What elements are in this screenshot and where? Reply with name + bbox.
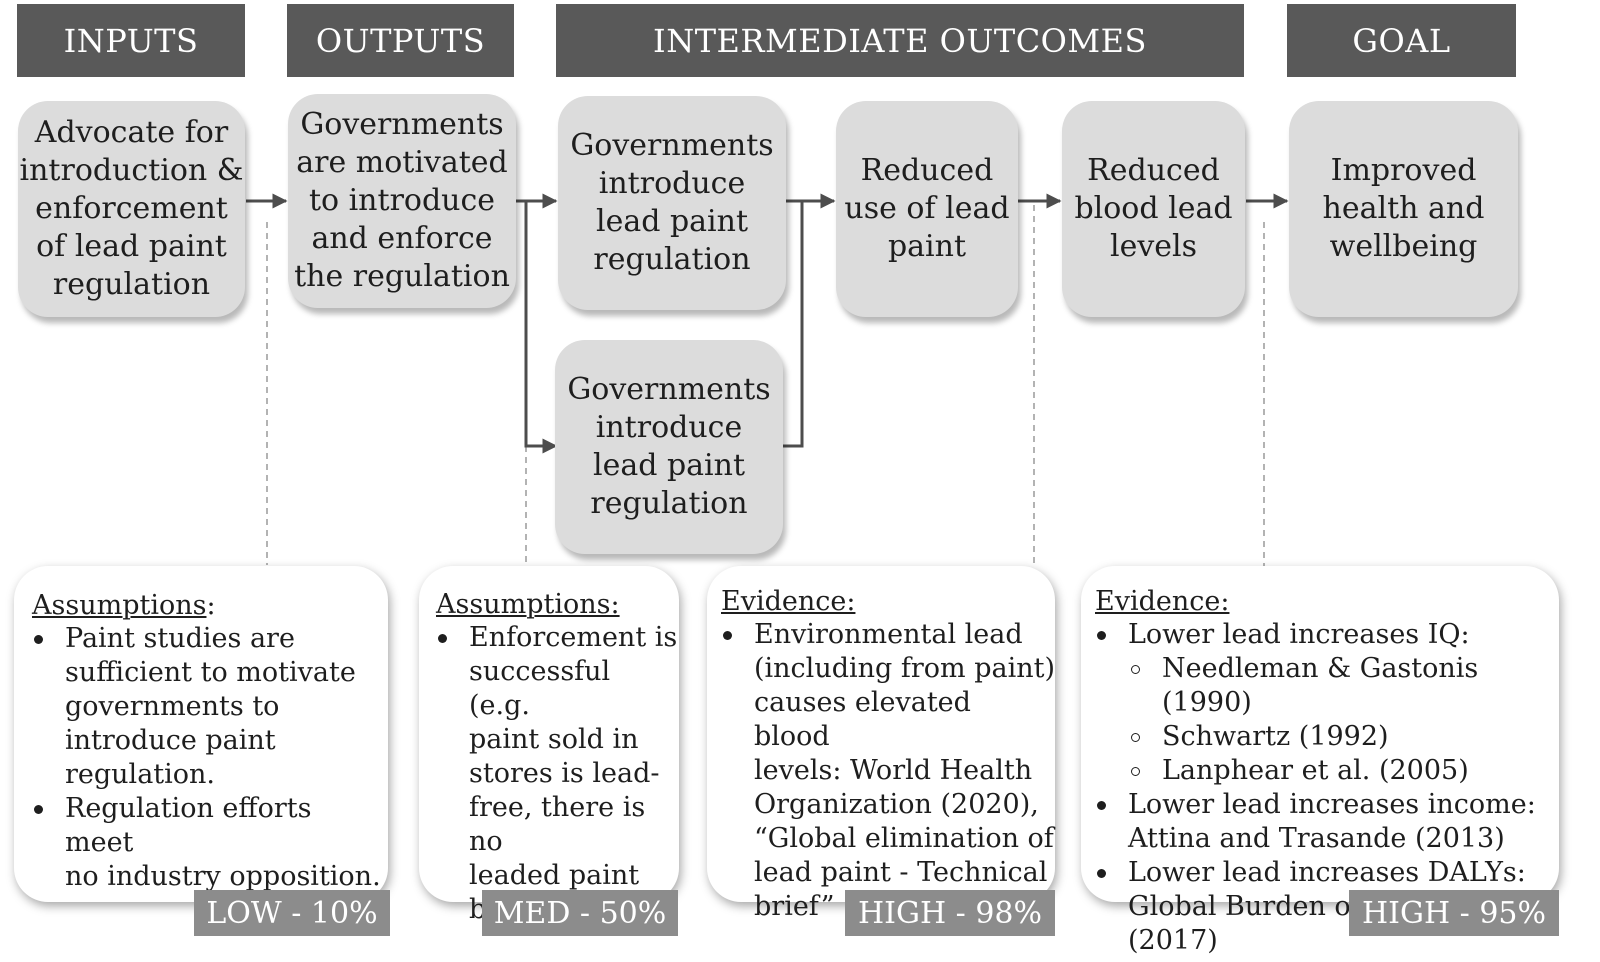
node-governments-introduce-top: Governments introduce lead paint regulat… xyxy=(558,96,786,310)
node-line: introduction & xyxy=(19,153,244,188)
card-list: Paint studies are sufficient to motivate… xyxy=(32,622,388,894)
node-governments-motivated: Governments are motivated to introduce a… xyxy=(288,94,516,308)
header-goal: GOAL xyxy=(1287,4,1516,77)
node-reduced-use-of-lead-paint: Reduced use of lead paint xyxy=(836,101,1018,317)
card-assumptions-inputs: Assumptions: Paint studies are sufficien… xyxy=(14,566,388,902)
node-line: health and xyxy=(1322,191,1485,226)
node-line: Governments xyxy=(300,107,504,142)
node-line: Advocate for xyxy=(34,115,229,150)
header-inputs: INPUTS xyxy=(17,4,245,77)
card-evidence-health: Evidence: Lower lead increases IQ: Needl… xyxy=(1081,566,1559,956)
connector-introduce-bottom-merge xyxy=(783,201,804,448)
node-line: Governments xyxy=(570,128,774,163)
node-line: paint xyxy=(887,229,967,264)
list-item: Enforcement is successful (e.g. paint so… xyxy=(436,621,679,927)
node-line: regulation xyxy=(52,267,211,302)
list-item: Paint studies are sufficient to motivate… xyxy=(32,622,388,792)
header-intermediate-outcomes: INTERMEDIATE OUTCOMES xyxy=(556,4,1244,77)
card-assumptions-outputs: Assumptions: Enforcement is successful (… xyxy=(419,566,679,925)
card-title-colon: : xyxy=(206,590,216,621)
node-line: enforcement xyxy=(35,191,228,226)
card-list: Lower lead increases IQ: Needleman & Gas… xyxy=(1095,618,1559,958)
card-list: Enforcement is successful (e.g. paint so… xyxy=(436,621,679,927)
list-item-ref: Lanphear et al. (2005) xyxy=(1095,754,1559,788)
confidence-badge-med: MED - 50% xyxy=(482,890,678,936)
list-item: Environmental lead (including from paint… xyxy=(721,618,1055,924)
node-line: regulation xyxy=(593,242,751,277)
node-line: blood lead xyxy=(1074,191,1233,226)
node-reduced-blood-lead-levels: Reduced blood lead levels xyxy=(1062,101,1245,317)
header-outputs: OUTPUTS xyxy=(287,4,514,77)
node-line: regulation xyxy=(590,486,748,521)
list-item: Lower lead increases income: Attina and … xyxy=(1095,788,1559,856)
card-title: Evidence: xyxy=(1095,586,1230,617)
node-line: are motivated xyxy=(296,145,508,180)
list-item: Regulation efforts meet no industry oppo… xyxy=(32,792,388,894)
card-title: Evidence: xyxy=(721,586,856,617)
node-line: Governments xyxy=(567,372,771,407)
node-line: levels xyxy=(1109,229,1198,264)
node-improved-health-wellbeing: Improved health and wellbeing xyxy=(1289,101,1518,317)
list-item-ref: Schwartz (1992) xyxy=(1095,720,1559,754)
node-governments-introduce-bottom: Governments introduce lead paint regulat… xyxy=(555,340,783,554)
list-item: Lower lead increases DALYs: Global Burde… xyxy=(1095,856,1559,958)
card-title: Assumptions: xyxy=(32,589,216,623)
node-line: Reduced xyxy=(1087,153,1220,188)
confidence-badge-low: LOW - 10% xyxy=(194,890,390,936)
node-line: introduce xyxy=(595,410,743,445)
node-line: to introduce xyxy=(308,183,496,218)
node-line: lead paint xyxy=(595,204,749,239)
node-line: the regulation xyxy=(294,259,510,294)
node-line: Improved xyxy=(1330,153,1477,188)
list-item: Lower lead increases IQ: xyxy=(1095,618,1559,652)
card-title-text: Assumptions xyxy=(32,590,207,621)
node-line: and enforce xyxy=(311,221,493,256)
list-item-ref: Needleman & Gastonis (1990) xyxy=(1095,652,1559,720)
node-line: use of lead xyxy=(844,191,1010,226)
node-advocate-regulation: Advocate for introduction & enforcement … xyxy=(18,101,245,317)
node-line: wellbeing xyxy=(1329,229,1478,264)
card-list: Environmental lead (including from paint… xyxy=(721,618,1055,924)
confidence-badge-high-98: HIGH - 98% xyxy=(845,890,1055,936)
card-title: Assumptions: xyxy=(436,589,620,620)
node-line: of lead paint xyxy=(36,229,227,264)
node-line: lead paint xyxy=(592,448,746,483)
node-line: Reduced xyxy=(860,153,994,188)
arrow-motivated-to-introduce-bottom xyxy=(524,201,558,454)
card-evidence-lead-paint: Evidence: Environmental lead (including … xyxy=(707,566,1055,922)
confidence-badge-high-95: HIGH - 95% xyxy=(1349,890,1559,936)
node-line: introduce xyxy=(598,166,746,201)
